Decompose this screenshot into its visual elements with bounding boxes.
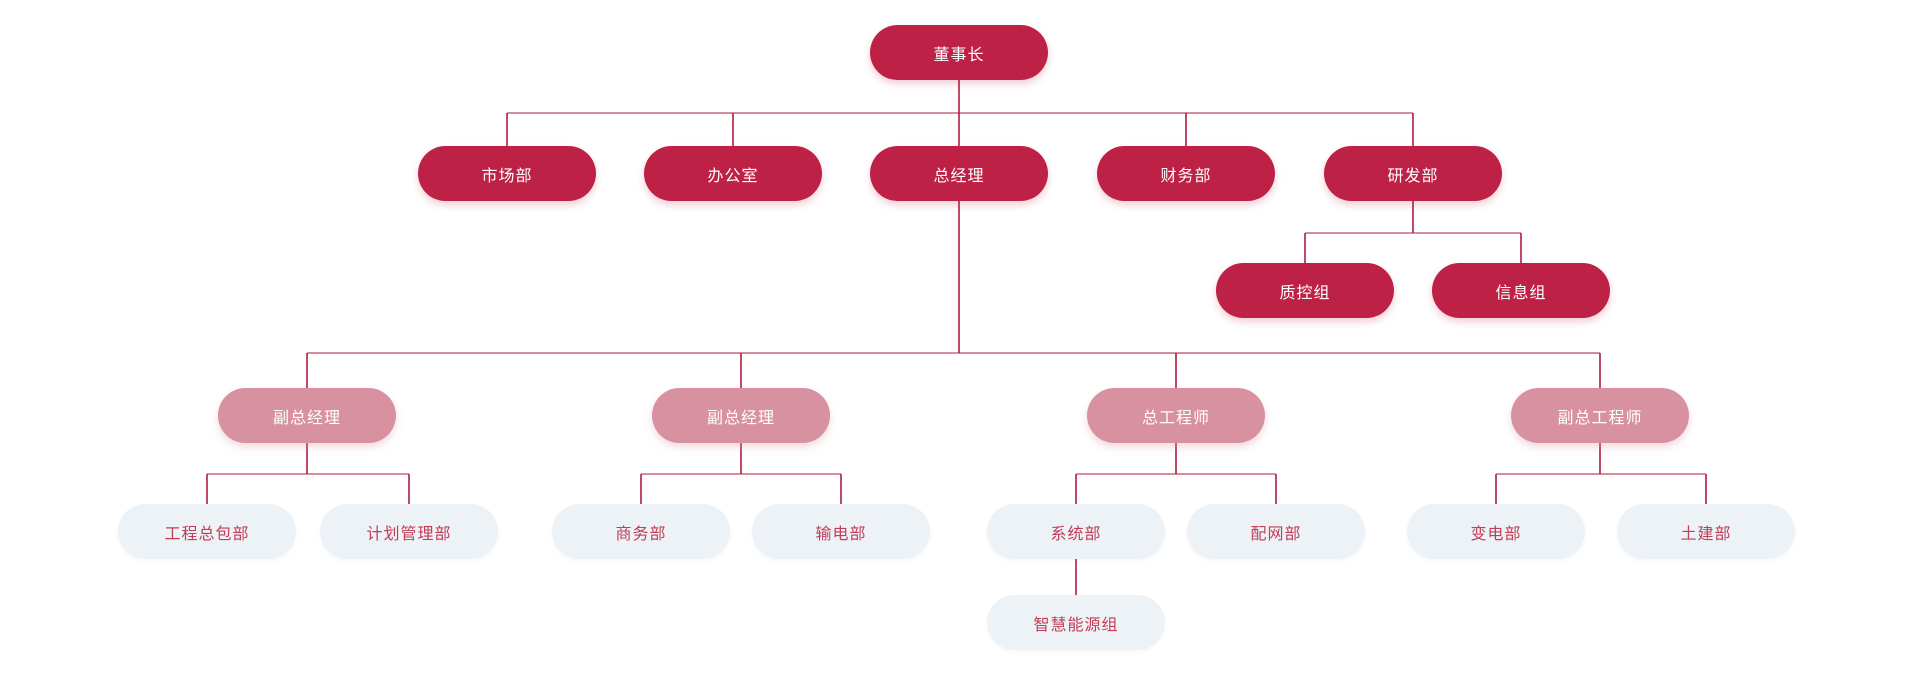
org-node-business-dept[interactable]: 商务部 (552, 504, 730, 559)
org-node-rd-dept[interactable]: 研发部 (1324, 146, 1502, 201)
org-node-quality-control-group[interactable]: 质控组 (1216, 263, 1394, 318)
org-node-marketing-dept[interactable]: 市场部 (418, 146, 596, 201)
org-node-information-group[interactable]: 信息组 (1432, 263, 1610, 318)
org-node-chief-engineer[interactable]: 总工程师 (1087, 388, 1265, 443)
org-node-substation-dept[interactable]: 变电部 (1407, 504, 1585, 559)
org-node-power-transmission-dept[interactable]: 输电部 (752, 504, 930, 559)
org-node-deputy-gm-2[interactable]: 副总经理 (652, 388, 830, 443)
org-node-general-manager[interactable]: 总经理 (870, 146, 1048, 201)
connector-horizontal-segments (207, 112, 1706, 475)
org-node-office[interactable]: 办公室 (644, 146, 822, 201)
org-node-engineering-contracting-dept[interactable]: 工程总包部 (118, 504, 296, 559)
org-node-deputy-gm-1[interactable]: 副总经理 (218, 388, 396, 443)
org-node-deputy-chief-engineer[interactable]: 副总工程师 (1511, 388, 1689, 443)
org-node-finance-dept[interactable]: 财务部 (1097, 146, 1275, 201)
org-node-system-dept[interactable]: 系统部 (987, 504, 1165, 559)
org-node-planning-management-dept[interactable]: 计划管理部 (320, 504, 498, 559)
org-node-chairman[interactable]: 董事长 (870, 25, 1048, 80)
org-node-civil-engineering-dept[interactable]: 土建部 (1617, 504, 1795, 559)
org-node-smart-energy-group[interactable]: 智慧能源组 (987, 595, 1165, 650)
org-node-distribution-network-dept[interactable]: 配网部 (1187, 504, 1365, 559)
